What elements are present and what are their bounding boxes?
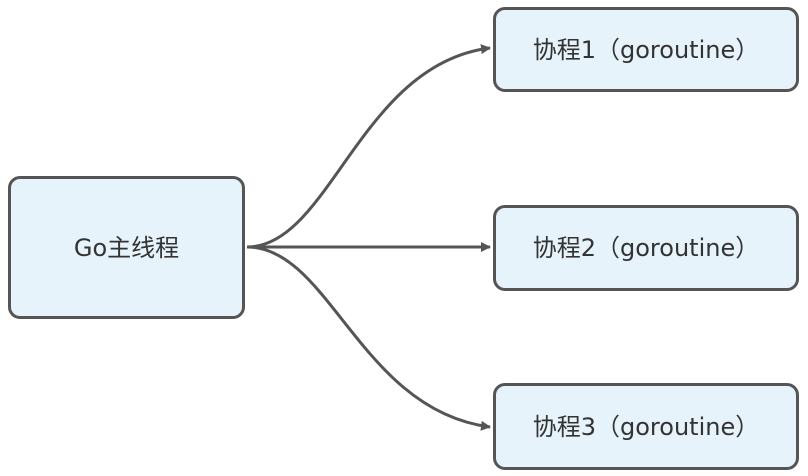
connector-arrow-to-coroutine-3 [246,245,491,431]
coroutine-node-1: 协程1（goroutine） [493,7,799,92]
coroutine-label-3: 协程3（goroutine） [532,412,760,441]
coroutine-label-1: 协程1（goroutine） [532,35,760,64]
coroutine-label-2: 协程2（goroutine） [532,234,760,262]
connector-arrow-to-coroutine-1 [246,44,491,249]
coroutine-node-2: 协程2（goroutine） [493,205,799,291]
main-thread-node: Go主线程 [8,176,245,319]
coroutine-node-3: 协程3（goroutine） [493,383,799,470]
main-thread-label: Go主线程 [73,233,180,262]
